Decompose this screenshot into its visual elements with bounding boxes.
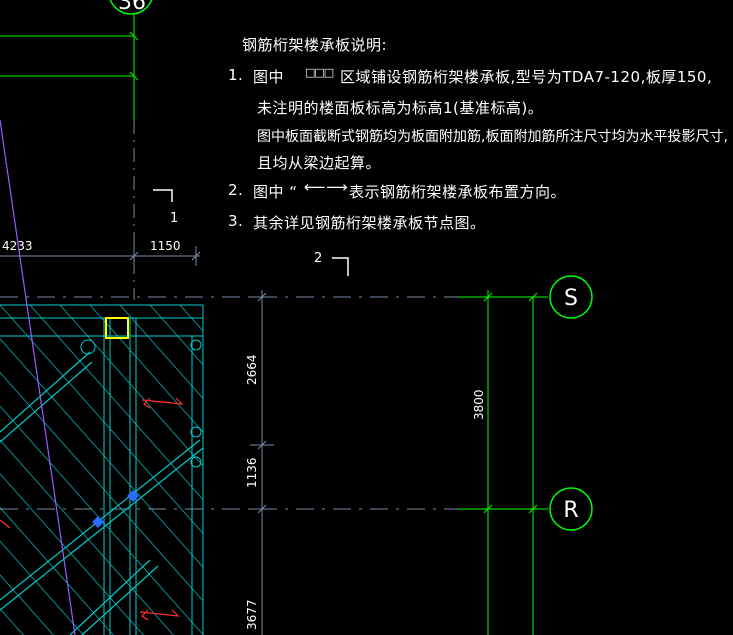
highlight-box bbox=[105, 317, 129, 339]
axis-circle-r bbox=[549, 487, 593, 531]
note-item2-num: 2. bbox=[228, 181, 244, 199]
slab-circles bbox=[80, 339, 202, 468]
axis-bubble-s: S bbox=[549, 275, 593, 319]
blue-markers bbox=[92, 490, 139, 528]
note-item2-text: 表示钢筋桁架楼承板布置方向。 bbox=[349, 183, 567, 201]
dim-2664: 2664 bbox=[245, 354, 259, 385]
dim-3677: 3677 bbox=[245, 599, 259, 630]
note-item1-line2: 未注明的楼面板标高为标高1(基准标高)。 bbox=[257, 99, 544, 117]
axis-circle-top bbox=[109, 0, 153, 15]
axis-bubble-top: 36 bbox=[109, 0, 153, 15]
dim-1150: 1150 bbox=[150, 239, 181, 253]
note-item2-prefix: 图中 “ bbox=[253, 183, 298, 201]
dim-1136: 1136 bbox=[245, 457, 259, 488]
notes-title: 钢筋桁架楼承板说明: bbox=[242, 36, 388, 54]
purple-guide-line bbox=[0, 119, 76, 635]
slab-outline bbox=[0, 304, 204, 635]
dim-4233: 4233 bbox=[2, 239, 33, 253]
note-item3-text: 其余详见钢筋桁架楼承板节点图。 bbox=[253, 214, 486, 232]
dim-vertical-outer bbox=[458, 290, 548, 635]
axis-label-top: 36 bbox=[118, 0, 146, 15]
note-item1-num: 1. bbox=[228, 66, 244, 84]
axis-circle-s bbox=[549, 275, 593, 319]
note-item1-text: 区域铺设钢筋桁架楼承板,型号为TDA7-120,板厚150, bbox=[340, 68, 713, 86]
section-mark-2-label: 2 bbox=[314, 251, 322, 266]
upper-dim-lines bbox=[0, 14, 139, 120]
rebar-diagonals bbox=[0, 351, 204, 635]
note-item1-prefix: 图中 bbox=[253, 68, 285, 86]
note-item1-symbol: □□□ bbox=[305, 66, 334, 79]
red-arrows bbox=[0, 397, 184, 621]
dim-3800: 3800 bbox=[472, 389, 486, 420]
note-item3-num: 3. bbox=[228, 212, 244, 230]
dim-horizontal-row: 4233 1150 bbox=[0, 239, 201, 266]
dim-vertical-inner: 2664 1136 3677 bbox=[245, 290, 274, 635]
note-item1-line4: 且均从梁边起算。 bbox=[257, 154, 382, 172]
axis-label-s: S bbox=[564, 286, 578, 311]
axis-label-r: R bbox=[563, 498, 578, 523]
section-mark-1: 1 bbox=[153, 189, 178, 226]
axis-bubble-r: R bbox=[549, 487, 593, 531]
section-mark-1-label: 1 bbox=[170, 211, 178, 226]
slab-hatch bbox=[0, 305, 203, 635]
note-item2-arrow: ⟵⟶ bbox=[304, 178, 349, 196]
note-item1-line3: 图中板面截断式钢筋均为板面附加筋,板面附加筋所注尺寸均为水平投影尺寸, bbox=[257, 129, 728, 145]
section-mark-2: 2 bbox=[314, 251, 349, 276]
